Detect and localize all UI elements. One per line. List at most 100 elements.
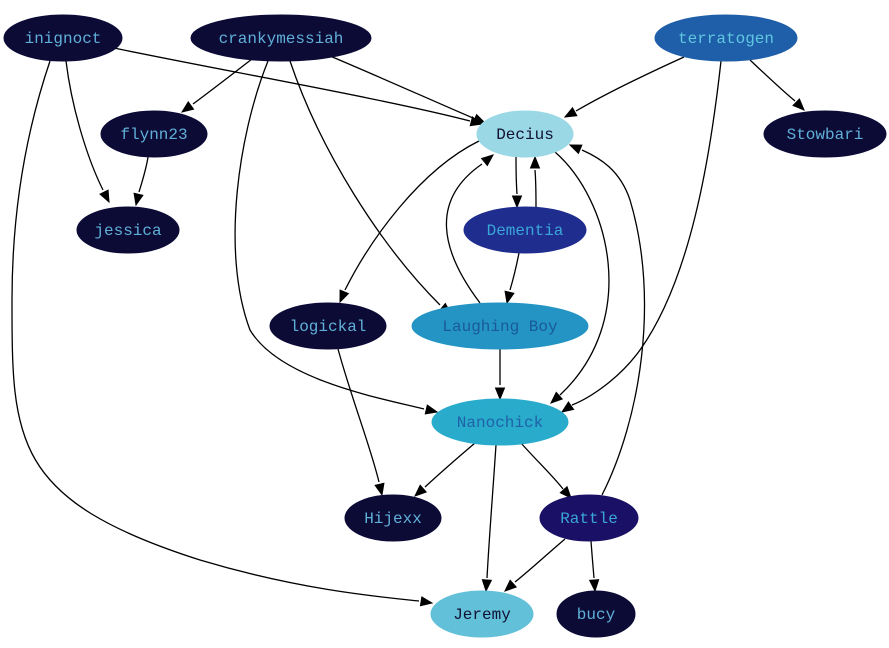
edge-terratogen-to-stowbari <box>749 59 805 111</box>
edge-line <box>534 169 537 208</box>
node-label: Nanochick <box>457 414 543 432</box>
arrowhead-icon <box>419 596 434 607</box>
node-label: terratogen <box>678 30 774 48</box>
node-shape <box>431 398 569 446</box>
edge-crankymessiah-to-nanochick <box>234 60 439 415</box>
edge-terratogen-to-decius <box>563 56 685 118</box>
node-label: Hijexx <box>364 510 422 528</box>
node-dementia: Dementia <box>463 206 587 254</box>
node-shape <box>476 110 574 158</box>
edge-line <box>571 60 722 406</box>
edges-layer <box>11 47 805 607</box>
node-shape <box>411 302 589 350</box>
edge-line <box>749 59 796 102</box>
node-inignoct: inignoct <box>3 14 123 62</box>
arrowhead-icon <box>180 100 195 113</box>
node-shape <box>269 302 387 350</box>
edge-flynn23-to-jessica <box>133 156 149 207</box>
edge-terratogen-to-nanochick <box>560 60 722 413</box>
node-shape <box>3 14 123 62</box>
edge-line <box>11 60 420 602</box>
node-rattle: Rattle <box>539 494 639 542</box>
edge-laughing-boy-to-decius <box>445 154 495 304</box>
arrowhead-icon <box>414 484 428 497</box>
node-label: Dementia <box>487 222 564 240</box>
arrowhead-icon <box>560 401 575 413</box>
node-label: jessica <box>94 222 162 240</box>
edge-line <box>509 252 520 291</box>
edge-laughing-boy-to-nanochick <box>494 348 506 401</box>
edge-line <box>515 156 518 195</box>
node-stowbari: Stowbari <box>763 110 887 158</box>
edge-line <box>337 348 380 483</box>
edge-crankymessiah-to-decius <box>329 55 487 124</box>
node-label: crankymessiah <box>219 30 344 48</box>
edge-line <box>445 163 483 304</box>
edge-line <box>234 60 425 410</box>
arrowhead-icon <box>792 98 805 111</box>
node-label: Rattle <box>560 510 618 528</box>
edge-rattle-to-bucy <box>588 540 600 593</box>
node-label: Stowbari <box>787 126 864 144</box>
edge-dementia-to-laughing-boy <box>504 252 520 305</box>
arrowhead-icon <box>424 404 439 415</box>
edge-nanochick-to-rattle <box>520 442 572 499</box>
node-shape <box>763 110 887 158</box>
node-crankymessiah: crankymessiah <box>190 14 372 62</box>
edge-logickal-to-hijexx <box>337 348 385 497</box>
node-label: bucy <box>577 606 616 624</box>
node-shape <box>190 14 372 62</box>
arrowhead-icon <box>588 579 600 593</box>
arrowhead-icon <box>529 155 541 169</box>
node-laughing-boy: Laughing Boy <box>411 302 589 350</box>
node-shape <box>539 494 639 542</box>
edge-line <box>514 538 566 583</box>
edge-line <box>192 58 253 105</box>
node-label: Jeremy <box>453 606 511 624</box>
edge-inignoct-to-jessica <box>65 60 110 204</box>
edge-line <box>581 149 646 496</box>
arrowhead-icon <box>339 289 350 304</box>
edge-decius-to-logickal <box>339 140 480 304</box>
arrowhead-icon <box>472 113 487 124</box>
node-decius: Decius <box>476 110 574 158</box>
node-bucy: bucy <box>556 590 636 638</box>
edge-rattle-to-decius <box>568 144 646 496</box>
node-shape <box>463 206 587 254</box>
arrowhead-icon <box>133 192 144 207</box>
node-label: Decius <box>496 126 554 144</box>
arrowhead-icon <box>481 579 493 593</box>
edge-line <box>486 444 497 579</box>
node-label: inignoct <box>25 30 102 48</box>
node-logickal: logickal <box>269 302 387 350</box>
arrowhead-icon <box>559 485 572 499</box>
node-flynn23: flynn23 <box>100 110 208 158</box>
node-shape <box>430 590 534 638</box>
arrowhead-icon <box>374 482 385 497</box>
edge-rattle-to-jeremy <box>504 538 566 592</box>
arrowhead-icon <box>568 144 583 155</box>
edge-nanochick-to-hijexx <box>414 442 476 497</box>
node-terratogen: terratogen <box>654 14 798 62</box>
edge-line <box>289 60 441 306</box>
arrowhead-icon <box>504 579 518 592</box>
node-shape <box>344 494 442 542</box>
edge-line <box>520 442 564 490</box>
node-jeremy: Jeremy <box>430 590 534 638</box>
edge-inignoct-to-jeremy <box>11 60 434 607</box>
node-shape <box>76 206 180 254</box>
edge-line <box>344 140 480 291</box>
edge-nanochick-to-jeremy <box>481 444 497 593</box>
node-jessica: jessica <box>76 206 180 254</box>
node-hijexx: Hijexx <box>344 494 442 542</box>
arrowhead-icon <box>480 154 495 167</box>
node-label: logickal <box>290 318 367 336</box>
edge-line <box>575 56 685 112</box>
arrowhead-icon <box>99 189 110 204</box>
edge-line <box>329 55 474 119</box>
node-shape <box>556 590 636 638</box>
node-nanochick: Nanochick <box>431 398 569 446</box>
edge-line <box>113 47 471 122</box>
